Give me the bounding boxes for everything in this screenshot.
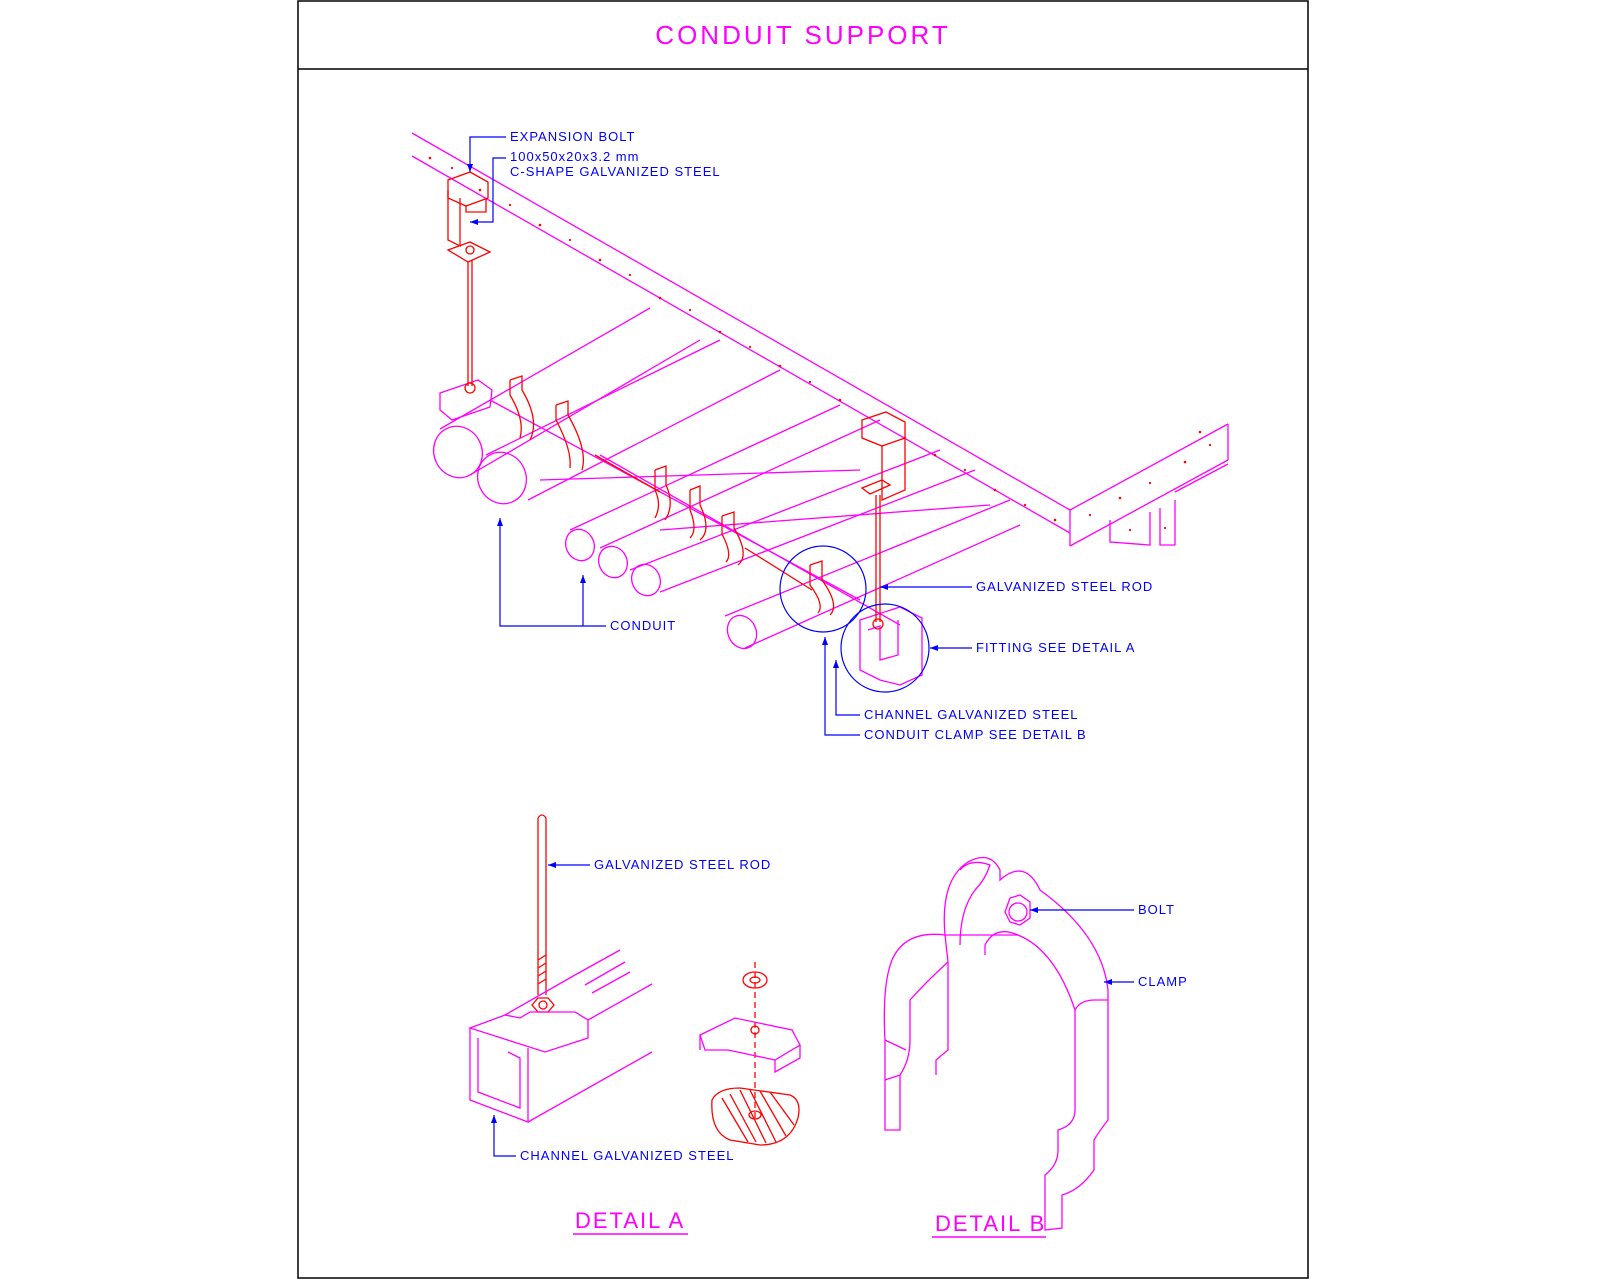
leader-lines <box>469 136 972 736</box>
conduit-pipes <box>432 307 1021 650</box>
label-channel-galvanized-steel: CHANNEL GALVANIZED STEEL <box>864 707 1078 722</box>
drawing-title: CONDUIT SUPPORT <box>655 20 950 50</box>
detail-a-label-rod: GALVANIZED STEEL ROD <box>594 857 771 872</box>
detail-a-channel <box>468 949 653 1123</box>
label-expansion-bolt: EXPANSION BOLT <box>510 129 636 144</box>
detail-b-arrow-bolt <box>1030 907 1038 913</box>
label-c-shape-steel: C-SHAPE GALVANIZED STEEL <box>510 164 721 179</box>
label-conduit: CONDUIT <box>610 618 676 633</box>
label-fitting-detail-a: FITTING SEE DETAIL A <box>976 640 1135 655</box>
detail-b-view: BOLT CLAMP DETAIL B <box>883 856 1188 1238</box>
detail-b-arrow-clamp <box>1104 979 1112 985</box>
detail-a-leaders <box>493 864 590 1157</box>
detail-b-callout-circle <box>779 545 867 633</box>
label-galvanized-steel-rod: GALVANIZED STEEL ROD <box>976 579 1153 594</box>
detail-b-label-bolt: BOLT <box>1138 902 1175 917</box>
concrete-speckle <box>428 156 1212 532</box>
detail-b-leaders <box>1030 909 1134 983</box>
main-isometric-view: EXPANSION BOLT 100x50x20x3.2 mm C-SHAPE … <box>411 129 1229 742</box>
detail-b-clamp <box>883 856 1109 1231</box>
detail-a-callout-circle <box>840 603 930 693</box>
hanger-hardware <box>446 171 906 630</box>
concrete-slab <box>411 132 1229 547</box>
label-steel-size: 100x50x20x3.2 mm <box>510 149 639 164</box>
detail-a-arrow-channel <box>491 1115 497 1123</box>
detail-a-rod <box>531 814 555 1013</box>
sheet-border <box>297 0 1309 1279</box>
detail-a-caption: DETAIL A <box>575 1208 685 1233</box>
detail-b-label-clamp: CLAMP <box>1138 974 1188 989</box>
detail-a-fitting-parts <box>699 962 801 1146</box>
conduit-clamps <box>509 375 835 616</box>
detail-a-view: GALVANIZED STEEL ROD CHANNEL GALVANIZED … <box>468 814 801 1235</box>
detail-b-caption: DETAIL B <box>935 1211 1046 1236</box>
detail-a-arrow-rod <box>548 862 556 868</box>
detail-a-label-channel: CHANNEL GALVANIZED STEEL <box>520 1148 734 1163</box>
label-conduit-clamp-detail-b: CONDUIT CLAMP SEE DETAIL B <box>864 727 1087 742</box>
detail-b-bolt <box>1004 894 1031 926</box>
leader-arrowheads <box>467 164 938 668</box>
channel-run <box>439 379 923 686</box>
